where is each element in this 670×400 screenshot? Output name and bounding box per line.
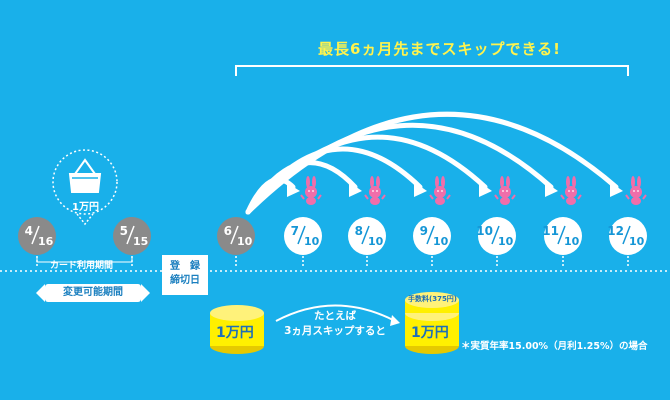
date-month: 12	[607, 224, 624, 238]
bunny-icon	[301, 176, 321, 205]
date-day: 10	[433, 235, 449, 248]
example-line2: 3ヵ月スキップすると	[280, 324, 390, 339]
arc-8	[248, 163, 355, 212]
date-day: 10	[237, 235, 253, 248]
arc-9	[248, 149, 420, 212]
date-day: 10	[368, 235, 384, 248]
bunny-icon	[561, 176, 581, 205]
card-period-label: カード利用期間	[50, 258, 113, 271]
range-bracket	[236, 66, 628, 76]
date-day: 10	[564, 235, 580, 248]
date-day: 10	[498, 235, 514, 248]
bunny-icon	[495, 176, 515, 205]
example-arrowhead	[390, 315, 400, 326]
registration-line2: 締切日	[162, 274, 208, 288]
bag-price: 1万円	[72, 198, 99, 213]
arc-10	[248, 137, 485, 212]
date-month: 4	[25, 224, 33, 238]
bag-icon	[70, 160, 100, 192]
bunny-icon	[365, 176, 385, 205]
date-day: 10	[304, 235, 320, 248]
bunny-icon	[626, 176, 646, 205]
date-month: 7	[291, 224, 299, 238]
date-month: 8	[355, 224, 363, 238]
example-text: たとえば 3ヵ月スキップすると	[280, 309, 390, 339]
bunny-icon	[430, 176, 450, 205]
date-month: 11	[542, 224, 559, 238]
example-line1: たとえば	[280, 309, 390, 324]
registration-line1: 登 録	[162, 260, 208, 274]
date-month: 6	[224, 224, 232, 238]
fee-label: 手数料(375円)	[408, 294, 457, 304]
coin-right-amount: 1万円	[411, 322, 449, 342]
date-month: 5	[120, 224, 128, 238]
change-period-arrows	[36, 284, 150, 302]
date-month: 9	[420, 224, 428, 238]
coin-left-amount: 1万円	[216, 322, 254, 342]
registration-deadline-box: 登 録 締切日	[162, 255, 208, 295]
date-day: 15	[133, 235, 148, 248]
bag-bubble-pointer	[77, 214, 93, 224]
footnote: ＊実質年率15.00%（月利1.25%）の場合	[461, 338, 648, 352]
date-day: 16	[38, 235, 54, 248]
date-day: 10	[629, 235, 645, 248]
date-month: 10	[476, 224, 493, 238]
